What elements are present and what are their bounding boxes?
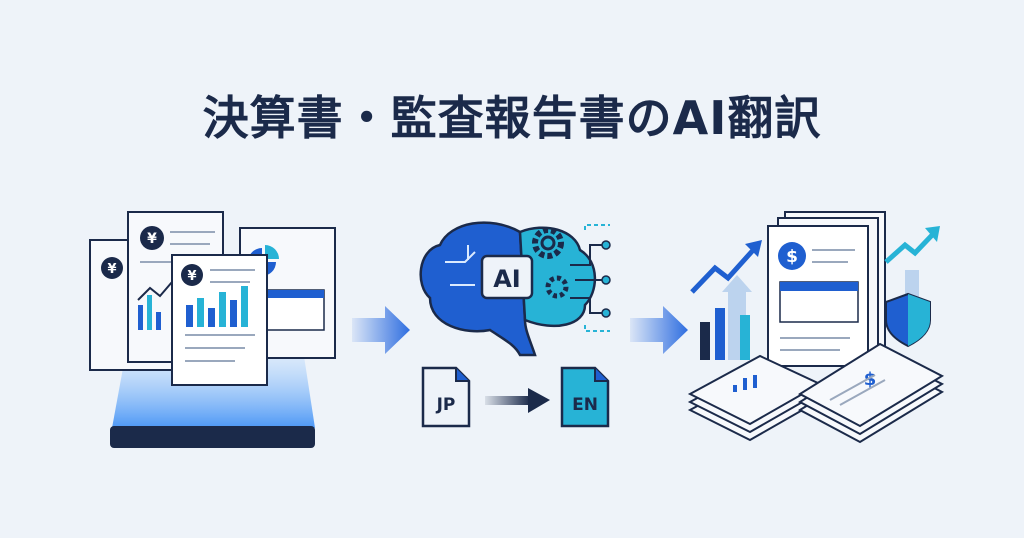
translation-flow: JP EN	[421, 366, 610, 428]
ai-brain-icon: AI	[419, 221, 611, 357]
dollar-icon: $	[864, 369, 877, 390]
platform	[110, 426, 315, 448]
yen-icon: ¥	[147, 231, 157, 247]
bar-chart-icon	[186, 286, 248, 327]
arrow-right-icon	[352, 306, 410, 354]
en-document-icon	[560, 366, 610, 428]
arrow-right-icon	[630, 306, 688, 354]
yen-icon: ¥	[187, 269, 196, 284]
target-language-label: EN	[572, 395, 598, 415]
dollar-icon: $	[786, 247, 798, 267]
ai-label: AI	[493, 265, 521, 293]
page-title: 決算書・監査報告書のAI翻訳	[202, 91, 822, 145]
source-language-label: JP	[436, 395, 456, 415]
arrow-right-icon	[528, 388, 550, 413]
output-documents: $ $	[687, 211, 945, 444]
jp-document-icon	[421, 366, 471, 428]
yen-icon: ¥	[107, 262, 116, 277]
source-documents: ¥ ¥ ¥	[89, 211, 336, 448]
